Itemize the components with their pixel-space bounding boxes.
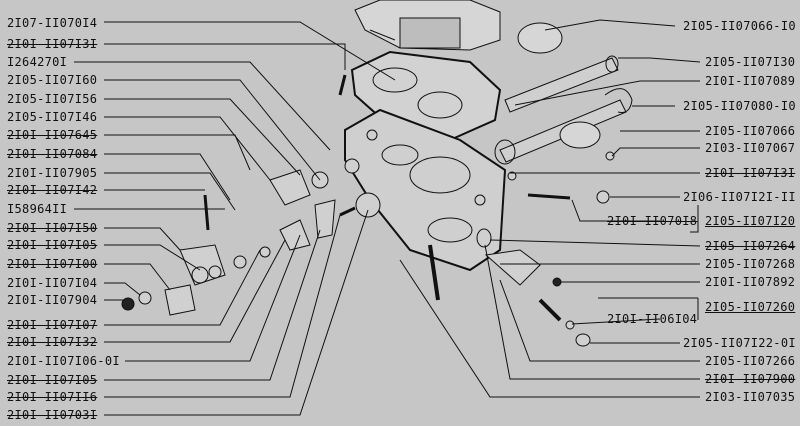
carburetor-body (344, 108, 507, 272)
carburetor-top-part (354, 0, 501, 51)
part-label: 2I0I-II06I04 (607, 312, 698, 326)
part-label: 2I05-II07080-I0 (683, 99, 796, 113)
jet-parts (476, 151, 615, 347)
throttle-plate (517, 22, 563, 54)
part-label: 2I0I-II07I42 (7, 183, 98, 197)
throttle-shafts (494, 55, 633, 165)
part-label: 2I05-II07I30 (705, 55, 796, 69)
part-label: 2I07-II070I4 (7, 16, 98, 30)
part-label: 2I0I-II07645 (7, 128, 98, 142)
part-label: 2I0I-II07I32 (7, 335, 98, 349)
throttle-plate-2 (559, 121, 601, 149)
part-label: 2I06-II07I2I-II (683, 190, 796, 204)
part-label: 2I03-II07067 (705, 141, 796, 155)
part-label: 2I0I-II07I07 (7, 318, 98, 332)
part-label: 2I0I-II07I04 (7, 276, 98, 290)
part-label: 2I05-II07I22-0I (683, 336, 796, 350)
part-label: I58964II (7, 202, 68, 216)
part-label: 2I0I-II07I00 (7, 257, 98, 271)
part-label: 2I0I-II07904 (7, 293, 98, 307)
part-label: 2I05-II07264 (705, 239, 796, 253)
part-label: 2I03-II07035 (705, 390, 796, 404)
part-label: 2I05-II07266 (705, 354, 796, 368)
part-label: I264270I (7, 55, 68, 69)
part-label: 2I0I-II07I50 (7, 221, 98, 235)
part-label: 2I05-II07I60 (7, 73, 98, 87)
part-label: 2I0I-II07I3I (705, 166, 796, 180)
part-label: 2I05-II07268 (705, 257, 796, 271)
part-label: 2I0I-II070I8 (607, 214, 698, 228)
part-label: 2I0I-II07089 (705, 74, 796, 88)
part-label: 2I05-II07260 (705, 300, 796, 314)
part-label: 2I0I-II0703I (7, 408, 98, 422)
part-label: 2I0I-II07900 (705, 372, 796, 386)
part-label: 2I0I-II07084 (7, 147, 98, 161)
linkage-parts (121, 74, 440, 316)
part-label: 2I05-II07I20 (705, 214, 796, 228)
part-label: 2I0I-II07I3I (7, 37, 98, 51)
part-label: 2I0I-II07I05 (7, 373, 98, 387)
part-label: 2I05-II07066 (705, 124, 796, 138)
leader-lines (74, 19, 701, 416)
part-label: 2I05-II07066-I0 (683, 19, 796, 33)
part-label: 2I0I-II07905 (7, 166, 98, 180)
part-label: 2I0I-II07II6 (7, 390, 98, 404)
part-label: 2I05-II07I56 (7, 92, 98, 106)
part-label: 2I0I-II07892 (705, 275, 796, 289)
part-label: 2I0I-II07I06-0I (7, 354, 120, 368)
part-label: 2I0I-II07I05 (7, 238, 98, 252)
part-label: 2I05-II07I46 (7, 110, 98, 124)
